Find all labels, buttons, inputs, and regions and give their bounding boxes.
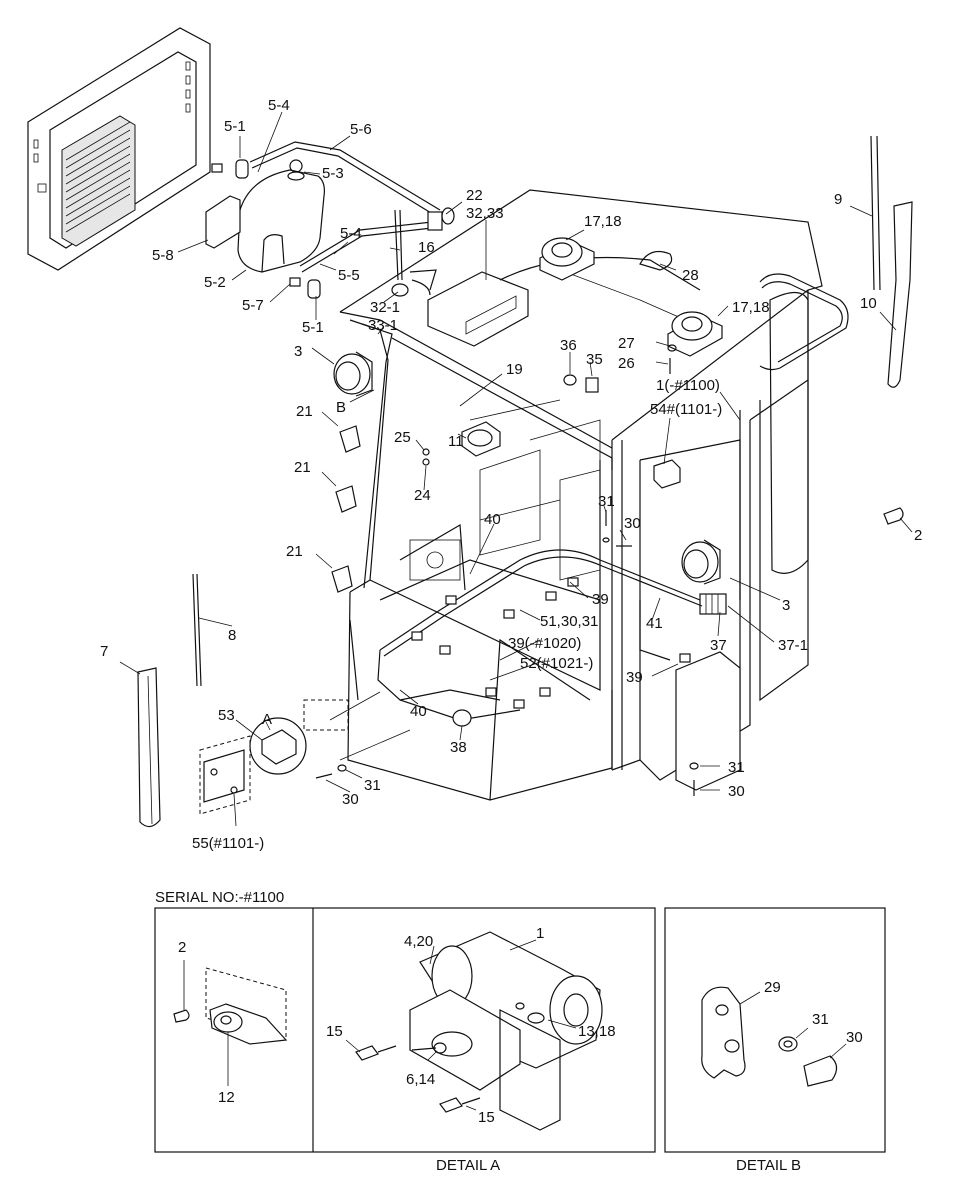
detail-a-callout-4-20: 4,20 xyxy=(404,933,433,950)
callout-52: 52(#1021-) xyxy=(520,655,593,672)
callout-30: 30 xyxy=(624,515,641,532)
callout-5-3: 5-3 xyxy=(322,165,344,182)
callout-39: 39 xyxy=(626,669,643,686)
detail-b-callout-31: 31 xyxy=(812,1011,829,1028)
washer-tank-assembly xyxy=(205,141,455,299)
leader-lines xyxy=(119,111,913,827)
callout-3: 3 xyxy=(294,343,302,360)
callout-21: 21 xyxy=(294,459,311,476)
callout-40: 40 xyxy=(484,511,501,528)
callout-3: 3 xyxy=(782,597,790,614)
callout-16: 16 xyxy=(418,239,435,256)
serial-number-label: SERIAL NO:-#1100 xyxy=(155,889,284,906)
callout-30: 30 xyxy=(342,791,359,808)
detail-a-motor: 4,20 1 15 13,18 6,14 15 xyxy=(326,925,616,1131)
callout-21: 21 xyxy=(296,403,313,420)
callout-19: 19 xyxy=(506,361,523,378)
callout-5-7: 5-7 xyxy=(242,297,264,314)
detail-a-callout-15: 15 xyxy=(326,1023,343,1040)
callout-40: 40 xyxy=(410,703,427,720)
detail-a-callout-15: 15 xyxy=(478,1109,495,1126)
callout-5-1: 5-1 xyxy=(302,319,324,336)
callout-27: 27 xyxy=(618,335,635,352)
callout-5-8: 5-8 xyxy=(152,247,174,264)
callout-2: 2 xyxy=(914,527,922,544)
callout-39-1020: 39(-#1020) xyxy=(508,635,581,652)
callout-26: 26 xyxy=(618,355,635,372)
callout-32-33: 32,33 xyxy=(466,205,504,222)
callout-5-6: 5-6 xyxy=(350,121,372,138)
detail-frame-right xyxy=(664,907,886,1153)
callout-5-4: 5-4 xyxy=(340,225,362,242)
callout-37-1: 37-1 xyxy=(778,637,808,654)
callout-5-2: 5-2 xyxy=(204,274,226,291)
callout-32-1: 32-1 xyxy=(370,299,400,316)
callout-36: 36 xyxy=(560,337,577,354)
air-conditioner-unit xyxy=(27,27,211,271)
callout-1-1100: 1(-#1100) xyxy=(656,377,720,394)
callout-33-1: 33-1 xyxy=(368,317,398,334)
detail-a-callout-1: 1 xyxy=(536,925,544,942)
callout-31: 31 xyxy=(598,493,615,510)
callout-11: 11 xyxy=(448,433,464,450)
callout-55: 55(#1101-) xyxy=(192,835,264,852)
detail-b-caption: DETAIL B xyxy=(736,1157,801,1174)
callout-30: 30 xyxy=(728,783,745,800)
callout-25: 25 xyxy=(394,429,411,446)
callout-B: B xyxy=(336,399,346,416)
callout-31: 31 xyxy=(364,777,381,794)
callout-54: 54#(1101-) xyxy=(650,401,722,418)
callout-24: 24 xyxy=(414,487,431,504)
detail-callout-2: 2 xyxy=(178,939,186,956)
cab-fittings xyxy=(137,135,913,828)
callout-37: 37 xyxy=(710,637,727,654)
main-callouts: 5-1 5-4 5-6 5-3 22 32,33 17,18 9 5-8 5-4… xyxy=(100,97,922,852)
callout-38: 38 xyxy=(450,739,467,756)
detail-b-callout-29: 29 xyxy=(764,979,781,996)
callout-8: 8 xyxy=(228,627,236,644)
callout-28: 28 xyxy=(682,267,699,284)
detail-frame-left xyxy=(154,907,656,1153)
detail-callout-12: 12 xyxy=(218,1089,235,1106)
callout-9: 9 xyxy=(834,191,842,208)
callout-17-18: 17,18 xyxy=(584,213,622,230)
callout-21: 21 xyxy=(286,543,303,560)
callout-22: 22 xyxy=(466,187,483,204)
detail-b-callout-30: 30 xyxy=(846,1029,863,1046)
detail-a-caption: DETAIL A xyxy=(436,1157,500,1174)
callout-10: 10 xyxy=(860,295,877,312)
callout-39: 39 xyxy=(592,591,609,608)
callout-31: 31 xyxy=(728,759,745,776)
detail-pin-plate: 2 12 xyxy=(173,939,288,1106)
callout-5-4: 5-4 xyxy=(268,97,290,114)
callout-5-5: 5-5 xyxy=(338,267,360,284)
detail-b-bracket: 29 31 30 xyxy=(701,979,863,1087)
callout-17-18: 17,18 xyxy=(732,299,770,316)
callout-51-30-31: 51,30,31 xyxy=(540,613,598,630)
callout-A: A xyxy=(262,711,272,728)
callout-35: 35 xyxy=(586,351,603,368)
callout-7: 7 xyxy=(100,643,108,660)
callout-53: 53 xyxy=(218,707,235,724)
callout-41: 41 xyxy=(646,615,663,632)
detail-a-callout-6-14: 6,14 xyxy=(406,1071,435,1088)
callout-5-1: 5-1 xyxy=(224,118,246,135)
detail-a-callout-13-18: 13,18 xyxy=(578,1023,616,1040)
